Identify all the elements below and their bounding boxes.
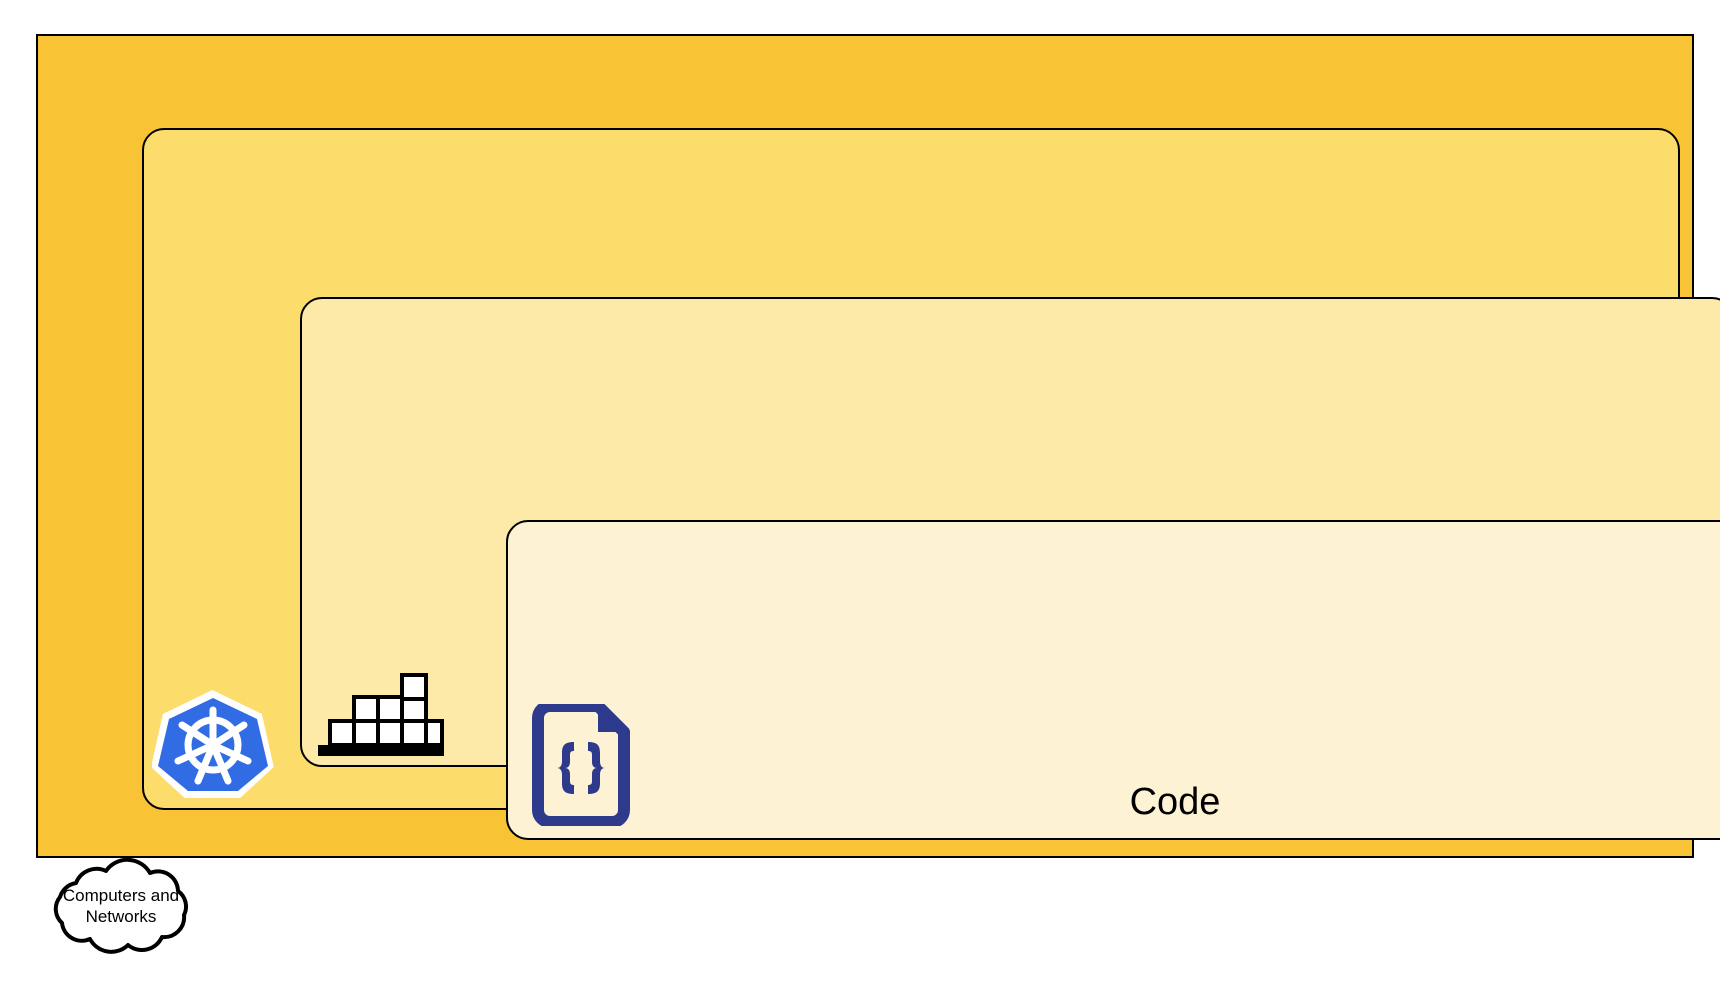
layer-datacenter[interactable]: Cloud/Co-Lo/Corporate Datacenter Cluster	[36, 34, 1720, 858]
layer-code-label: Code	[1129, 780, 1221, 823]
container-blocks-icon	[316, 673, 446, 757]
layer-cluster[interactable]: Cluster	[142, 128, 1720, 840]
layer-code[interactable]: Code	[506, 520, 1720, 840]
kubernetes-icon	[151, 688, 274, 800]
layer-container[interactable]: Container	[300, 297, 1720, 840]
code-document-icon	[528, 700, 634, 828]
computers-and-networks-callout[interactable]: Computers and Networks	[32, 855, 210, 957]
